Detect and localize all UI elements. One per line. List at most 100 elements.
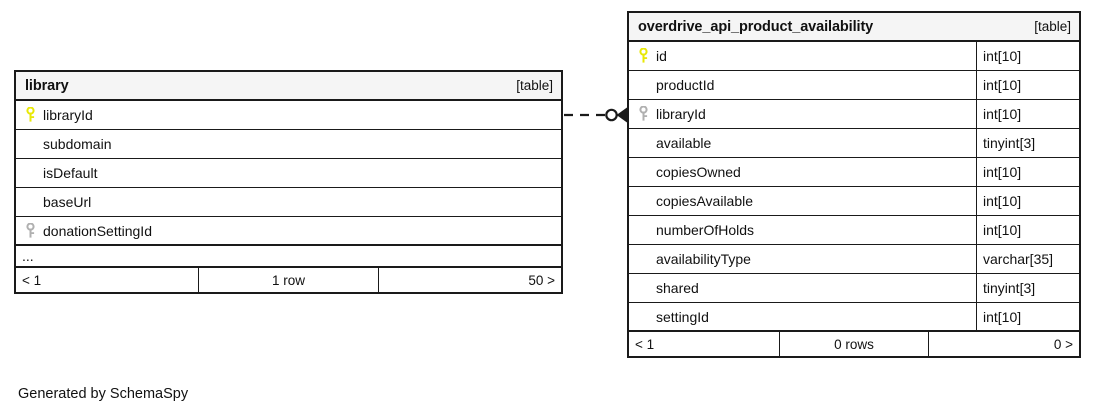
column-name: availabilityType [656, 251, 751, 267]
pager-row-count: 1 row [197, 268, 380, 292]
pager-row-count: 0 rows [779, 332, 929, 356]
table-header-library: library [table] [16, 72, 561, 101]
column-cell-name: availabilityType [629, 245, 976, 273]
table-pager-library: < 1 1 row 50 > [16, 268, 561, 292]
column-cell-type: int[10] [976, 303, 1079, 330]
column-cell-type: int[10] [976, 100, 1079, 128]
primary-key-icon [638, 48, 649, 64]
column-type: tinyint[3] [983, 280, 1036, 296]
column-name: donationSettingId [43, 222, 152, 239]
column-list-overdrive: id int[10] productId int[10] [629, 42, 1079, 332]
column-cell-type: tinyint[3] [976, 129, 1079, 157]
column-name: productId [656, 77, 715, 93]
column-cell-name: id [629, 42, 976, 70]
foreign-key-icon [638, 106, 649, 122]
column-cell-name: libraryId [16, 101, 561, 129]
column-list-library: libraryId subdomain isDefault baseUrl [16, 101, 561, 268]
table-kind-label: [table] [516, 78, 553, 93]
column-cell-name: copiesAvailable [629, 187, 976, 215]
table-row[interactable]: shared tinyint[3] [629, 274, 1079, 303]
table-row[interactable]: subdomain [16, 130, 561, 159]
column-cell-name: shared [629, 274, 976, 302]
column-cell-type: int[10] [976, 42, 1079, 70]
table-row[interactable]: numberOfHolds int[10] [629, 216, 1079, 245]
column-name: copiesAvailable [656, 193, 754, 209]
column-cell-type: varchar[35] [976, 245, 1079, 273]
column-name: libraryId [43, 107, 93, 123]
table-row[interactable]: libraryId int[10] [629, 100, 1079, 129]
column-cell-name: numberOfHolds [629, 216, 976, 244]
table-header-overdrive: overdrive_api_product_availability [tabl… [629, 13, 1079, 42]
pager-next-button[interactable]: 0 > [1053, 336, 1073, 352]
pager-next-button[interactable]: 50 > [528, 272, 556, 288]
column-type: tinyint[3] [983, 135, 1036, 151]
column-name: baseUrl [43, 194, 92, 210]
no-key-icon [638, 280, 649, 296]
no-key-icon [638, 164, 649, 180]
no-key-icon [638, 251, 649, 267]
column-type: int[10] [983, 48, 1022, 64]
column-type: int[10] [983, 193, 1022, 209]
no-key-icon [638, 309, 649, 325]
column-cell-name: libraryId [629, 100, 976, 128]
no-key-icon [25, 165, 36, 181]
column-name: isDefault [43, 165, 98, 181]
table-kind-label: [table] [1034, 19, 1071, 34]
table-row[interactable]: id int[10] [629, 42, 1079, 71]
table-entity-overdrive-api-product-availability[interactable]: overdrive_api_product_availability [tabl… [627, 11, 1081, 358]
table-row[interactable]: isDefault [16, 159, 561, 188]
no-key-icon [638, 77, 649, 93]
column-cell-name: baseUrl [16, 188, 561, 216]
column-cell-name: isDefault [16, 159, 561, 187]
table-pager-overdrive: < 1 0 rows 0 > [629, 332, 1079, 356]
table-row[interactable]: libraryId [16, 101, 561, 130]
column-type: int[10] [983, 164, 1022, 180]
no-key-icon [638, 135, 649, 151]
column-type: int[10] [983, 308, 1022, 325]
table-row[interactable]: productId int[10] [629, 71, 1079, 100]
table-row[interactable]: copiesAvailable int[10] [629, 187, 1079, 216]
column-cell-type: int[10] [976, 216, 1079, 244]
no-key-icon [638, 222, 649, 238]
column-name: shared [656, 280, 699, 296]
column-cell-type: int[10] [976, 187, 1079, 215]
table-row[interactable]: settingId int[10] [629, 303, 1079, 332]
pager-prev-button[interactable]: < 1 [635, 336, 655, 352]
column-cell-type: int[10] [976, 158, 1079, 186]
table-row[interactable]: baseUrl [16, 188, 561, 217]
column-name: copiesOwned [656, 164, 741, 180]
table-row[interactable]: donationSettingId [16, 217, 561, 246]
pager-prev-button[interactable]: < 1 [22, 272, 42, 288]
column-type: int[10] [983, 77, 1022, 93]
truncation-label: ... [22, 248, 34, 264]
table-entity-library[interactable]: library [table] libraryId [14, 70, 563, 294]
column-name: available [656, 135, 712, 151]
column-cell-name: available [629, 129, 976, 157]
column-cell-type: tinyint[3] [976, 274, 1079, 302]
column-name: id [656, 48, 667, 64]
column-name: numberOfHolds [656, 222, 755, 238]
no-key-icon [25, 136, 36, 152]
no-key-icon [638, 193, 649, 209]
table-name-library: library [25, 77, 69, 94]
relationship-connector-library-to-overdrive[interactable] [563, 102, 629, 128]
foreign-key-icon [25, 222, 36, 239]
table-row[interactable]: copiesOwned int[10] [629, 158, 1079, 187]
column-cell-name: subdomain [16, 130, 561, 158]
column-cell-type: int[10] [976, 71, 1079, 99]
column-cell-name: copiesOwned [629, 158, 976, 186]
generated-by-caption: Generated by SchemaSpy [18, 386, 189, 402]
table-row[interactable]: availabilityType varchar[35] [629, 245, 1079, 274]
column-name: subdomain [43, 136, 112, 152]
column-cell-name: productId [629, 71, 976, 99]
truncation-indicator: ... [16, 246, 561, 268]
column-type: int[10] [983, 106, 1022, 122]
column-cell-name: settingId [629, 303, 976, 330]
column-name: settingId [656, 308, 709, 325]
no-key-icon [25, 194, 36, 210]
table-row[interactable]: available tinyint[3] [629, 129, 1079, 158]
table-name-overdrive: overdrive_api_product_availability [638, 18, 874, 35]
column-name: libraryId [656, 106, 706, 122]
column-type: varchar[35] [983, 251, 1054, 267]
